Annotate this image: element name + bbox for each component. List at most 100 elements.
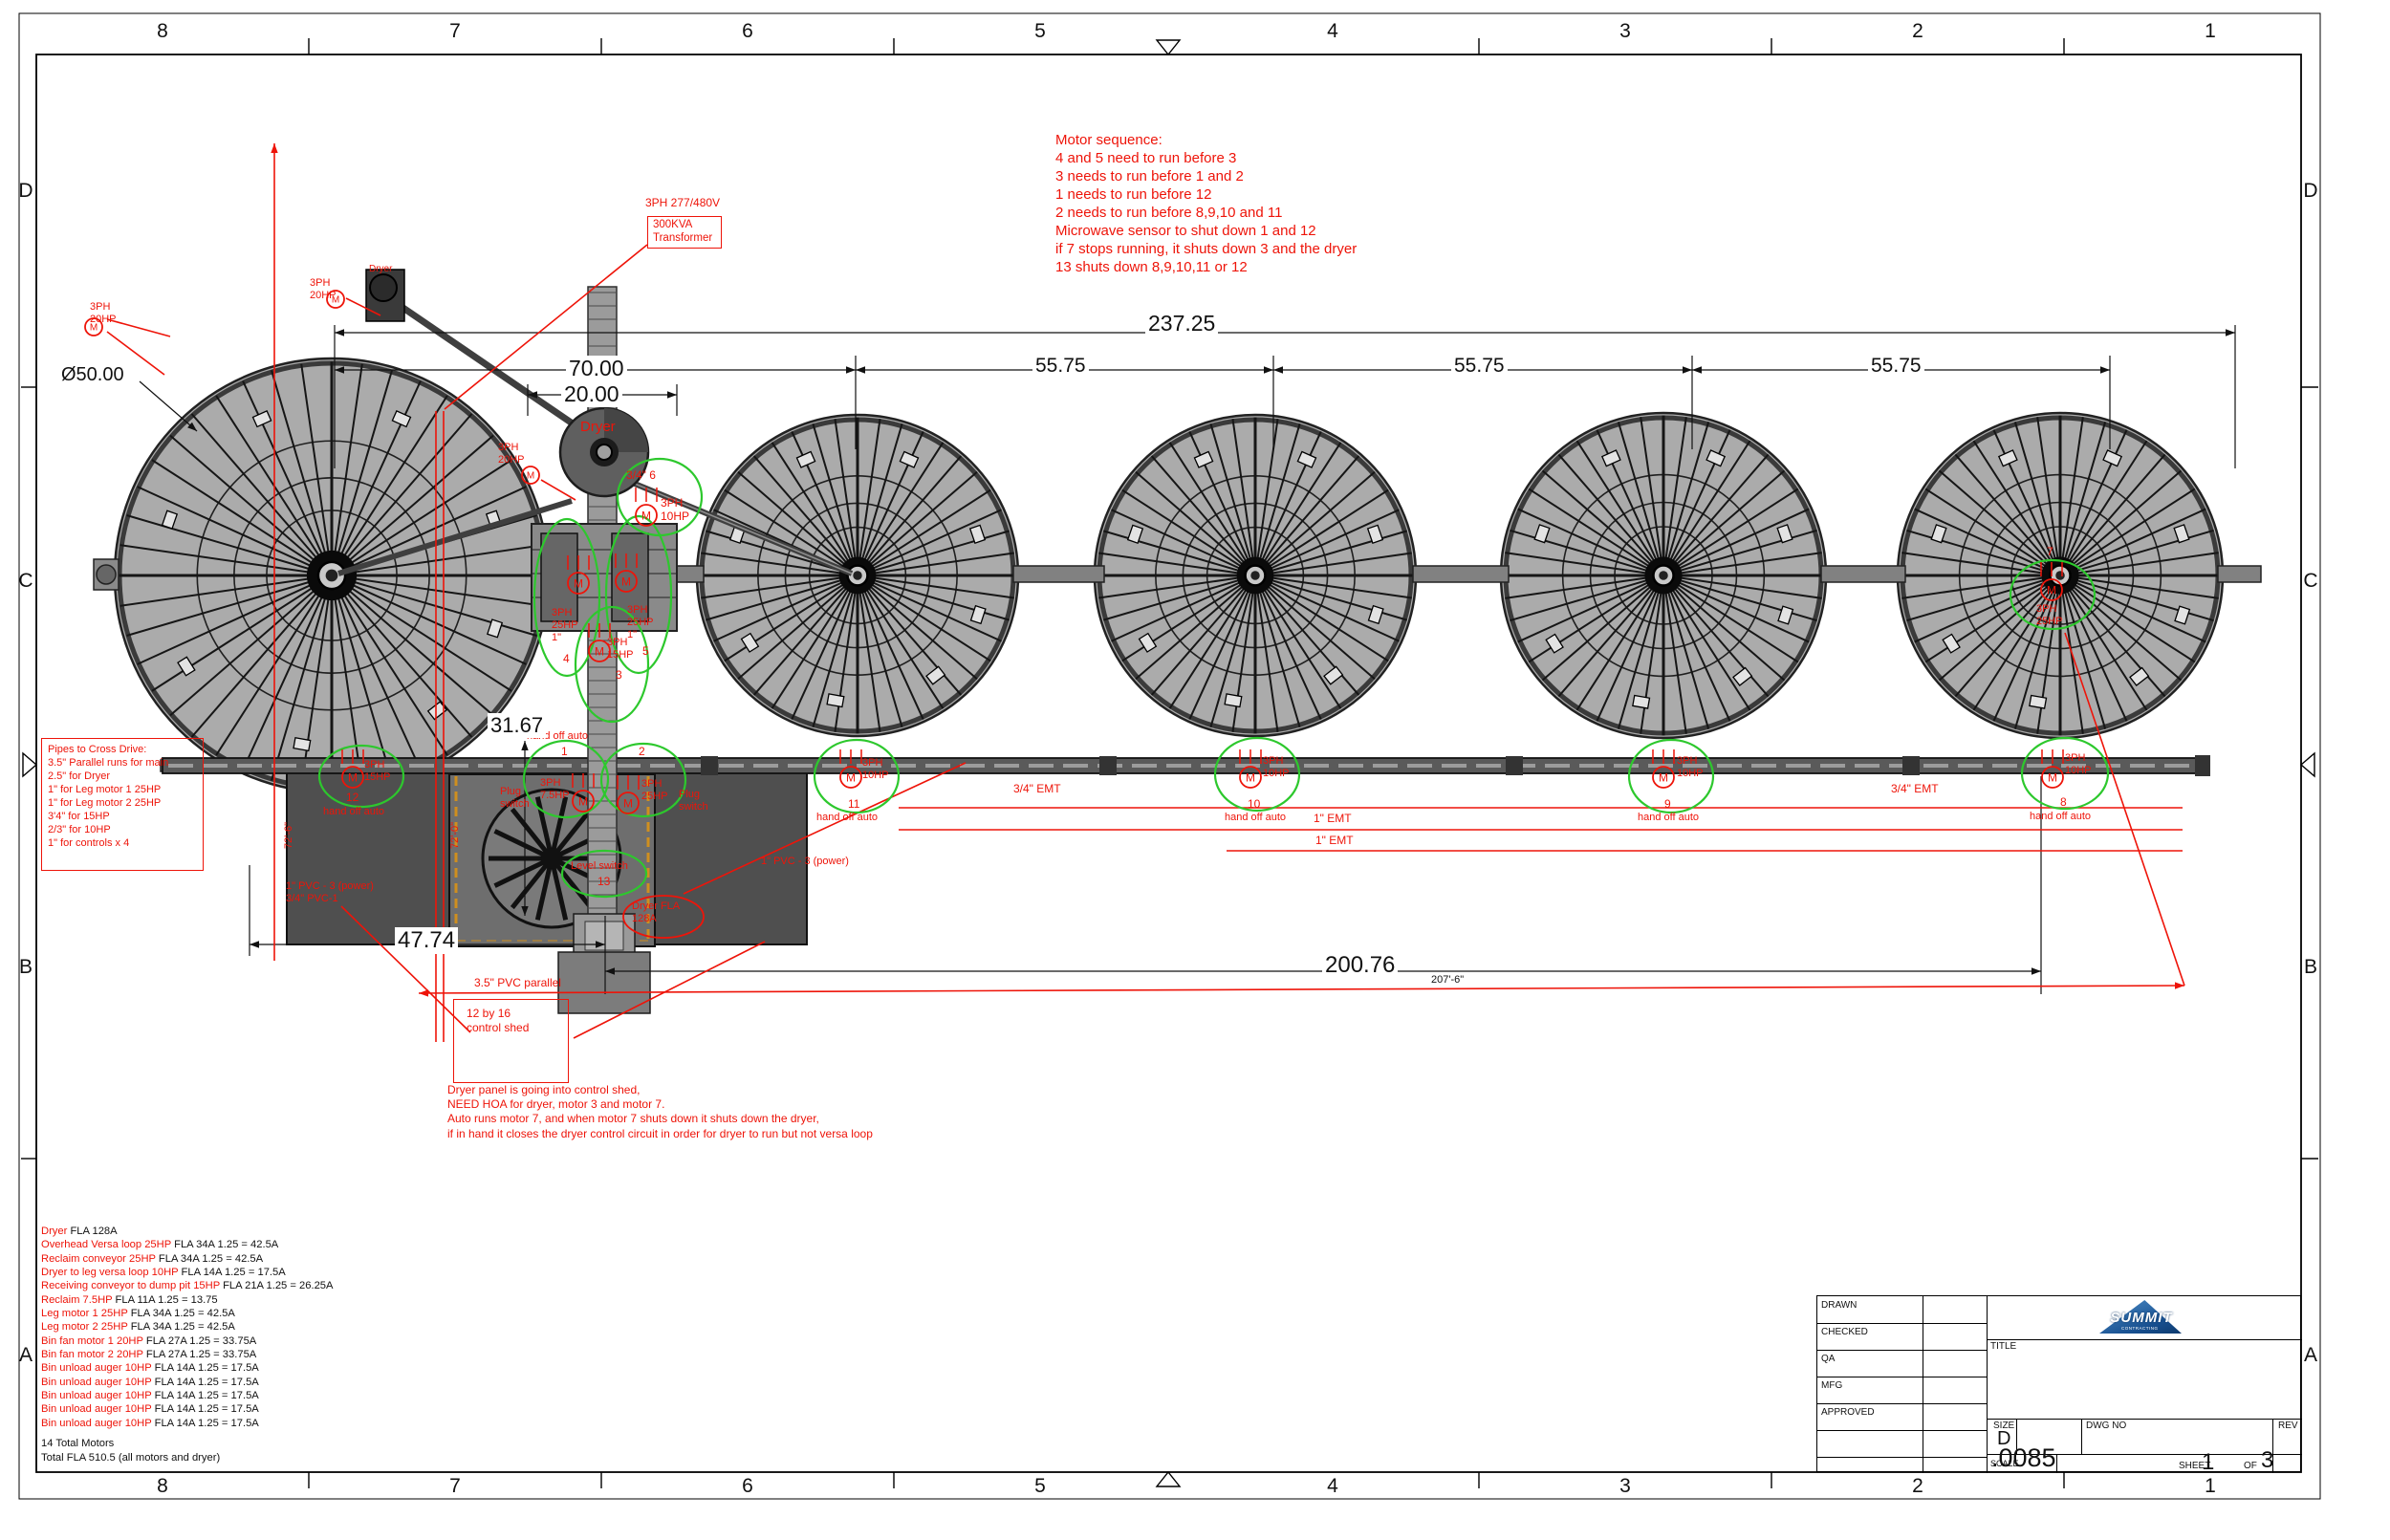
motor-symbol: M [567,555,590,595]
summit-logo-subtext: CONTRACTING [2121,1326,2159,1331]
approved-label: APPROVED [1821,1407,1875,1418]
zone-number-top: 3 [1619,20,1631,42]
highlight-ellipse [813,738,901,814]
note-line: if in hand it closes the dryer control c… [447,1126,873,1140]
grain-bin [113,357,551,794]
pvc-parallel-label: 3.5" PVC parallel [474,976,561,989]
zone-letter-left: B [18,956,33,978]
note-line: 2 needs to run before 8,9,10 and 11 [1055,205,1283,221]
dim-47-74: 47.74 [395,927,459,955]
motor8-hp-label: 3PH 10HP [2065,752,2092,776]
voltage-label: 3PH 277/480V [645,196,721,209]
dryer-label: Dryer [580,419,616,435]
fla-row: Dryer FLA 128A [41,1225,118,1237]
zone-letter-left: D [18,180,33,202]
motor1-number: 1 [561,745,568,758]
note-line: 2.5" for Dryer [48,770,111,782]
zone-letter-right: B [2303,956,2318,978]
highlight-ellipse [1213,736,1301,813]
note-line: 1" for Leg motor 1 25HP [48,784,162,795]
grain-bins [113,357,2225,794]
svg-text:M: M [621,575,631,589]
scale-label: SCALE [1990,1459,2019,1468]
motor3-label: 3PH 15HP [607,637,634,661]
note-line: Microwave sensor to shut down 1 and 12 [1055,223,1316,239]
motor-symbol: M [572,773,595,813]
motor6-conduit-label: 3/4" 6 [626,468,656,482]
qa-label: QA [1821,1354,1836,1364]
note-line: 2/3" for 10HP [48,824,111,835]
svg-text:M: M [1659,771,1668,785]
note-line: 3'4" for 15HP [48,811,110,822]
motor8-number: 8 [2060,795,2067,809]
highlight-ellipse [2009,558,2097,631]
motor11-hp-label: 3PH 10HP [862,757,889,781]
fla-row: Bin unload auger 10HP FLA 14A 1.25 = 17.… [41,1376,259,1388]
motor12-hoa: hand off auto [323,806,385,817]
fla-row: Bin fan motor 2 20HP FLA 27A 1.25 = 33.7… [41,1349,257,1361]
center-marks [22,39,2315,1487]
grain-bin [1499,411,1828,740]
motor10-number: 10 [1248,797,1261,811]
fla-row: Leg motor 2 25HP FLA 34A 1.25 = 42.5A [41,1321,235,1334]
svg-text:M: M [527,471,534,482]
zone-letter-left: C [18,570,33,592]
dim-72-0: 72'-0" [449,821,461,849]
mfg-label: MFG [1821,1380,1843,1391]
highlight-ellipses [317,457,2110,899]
motor9-hp-label: 3PH 10HP [1677,755,1704,779]
dim-72-6: 72'-6" [283,821,294,849]
of-label: OF [2244,1461,2257,1471]
emt-34-left-label: 3/4" EMT [1013,782,1061,795]
leg-top-dryer-label: Dryer [369,264,393,274]
zone-number-top: 5 [1034,20,1046,42]
svg-text:M: M [846,771,856,785]
cross-conveyor [160,755,2210,776]
svg-text:M: M [641,510,651,523]
motor4-label: 3PH 25HP 1" [552,607,578,643]
motor10-hp-label: 3PH 10HP [1263,755,1290,779]
motor2-number: 2 [639,745,645,758]
level-switch-number: 13 [598,875,611,888]
title-label: TITLE [1990,1341,2017,1352]
fla-total-line: Total FLA 510.5 (all motors and dryer) [41,1451,221,1464]
fla-row: Dryer to leg versa loop 10HP FLA 14A 1.2… [41,1267,286,1279]
size-value: D [1997,1428,2011,1449]
svg-text:M: M [574,577,583,591]
of-value: 3 [2261,1447,2274,1473]
note-line: 4 and 5 need to run before 3 [1055,150,1237,166]
dim-237-25: 237.25 [1145,311,1219,337]
motor12-hp-label: 3PH 15HP [364,759,391,783]
motor-symbol: M [2041,749,2064,789]
emt-1-upper-label: 1" EMT [1314,812,1352,825]
note-line: 1" for controls x 4 [48,837,130,849]
zone-number-bottom: 8 [157,1475,168,1497]
level-switch-label: Level switch [571,860,628,872]
highlight-ellipse [560,849,648,899]
zone-number-top: 2 [1912,20,1923,42]
zone-number-top: 1 [2205,20,2216,42]
scale-value: .0085 [1991,1443,2056,1472]
highlight-ellipse [2020,736,2110,811]
highlight-ellipse [616,457,704,537]
fla-row: Bin fan motor 1 20HP FLA 27A 1.25 = 33.7… [41,1334,257,1347]
motor4-number: 4 [563,652,570,665]
motor-symbol: M [617,775,640,814]
fla-row: Bin unload auger 10HP FLA 14A 1.25 = 17.… [41,1390,259,1402]
rev-label: REV [2278,1421,2298,1431]
zone-letter-right: D [2303,180,2318,202]
motor1-hp-label: 3PH 7.5HP [540,777,570,801]
note-line: Auto runs motor 7, and when motor 7 shut… [447,1112,819,1126]
note-line: 1 needs to run before 12 [1055,186,1212,203]
svg-text:M: M [623,797,633,811]
pvc-left-label: 1" PVC - 3 (power) 3/4" PVC-1 [286,880,374,904]
motor11-number: 11 [848,797,860,811]
zone-letter-right: A [2303,1344,2318,1366]
dim-55-75-1: 55.75 [1032,355,1089,379]
dim-207-6: 207'-6" [1428,974,1467,987]
